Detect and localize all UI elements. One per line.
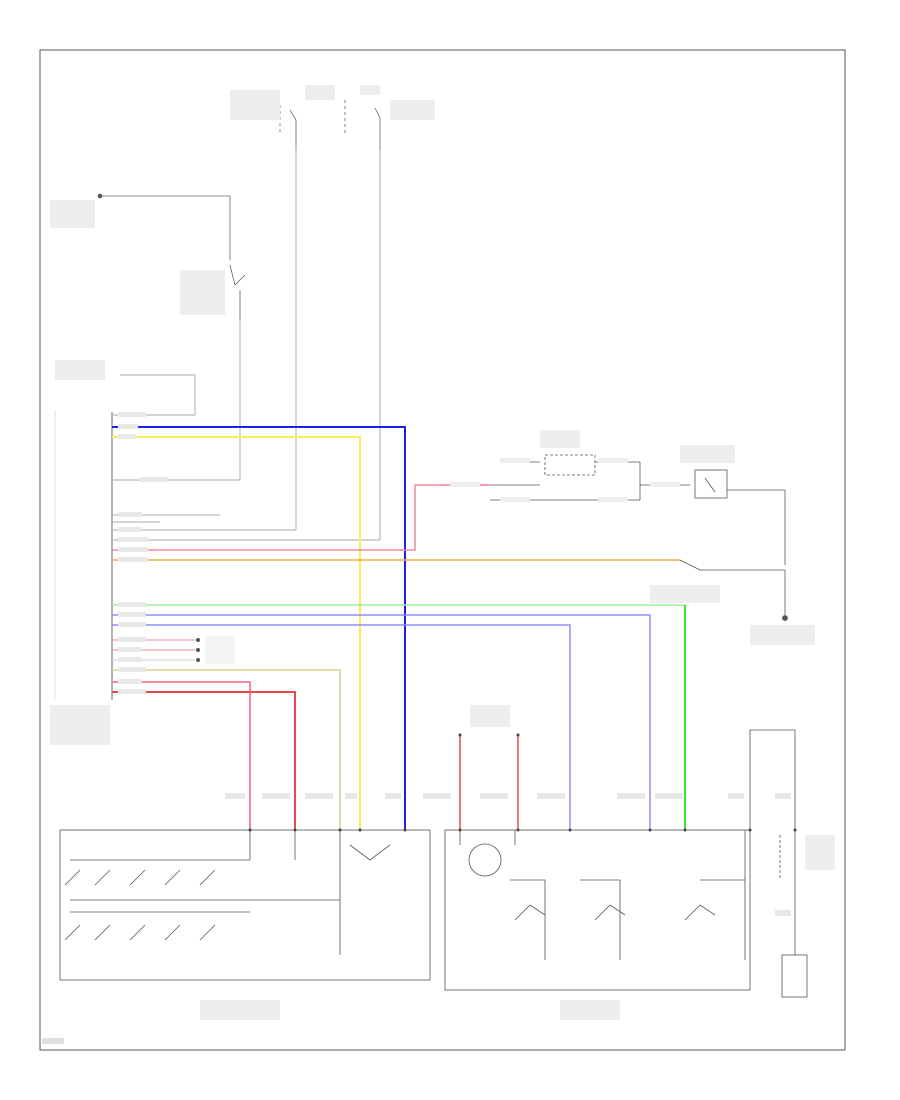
label-block	[560, 1000, 620, 1020]
transmission-module	[59, 829, 431, 981]
top-labels	[230, 85, 435, 120]
relay-labels	[450, 430, 815, 645]
diagram-frame	[39, 49, 846, 1051]
olive-wire	[112, 669, 341, 830]
yellow-wire	[112, 436, 361, 830]
ecm-module	[444, 829, 751, 991]
left-top-circuit	[97, 193, 246, 320]
red-wires	[112, 681, 296, 830]
label-block	[200, 1000, 280, 1020]
bottom-wire-labels	[225, 793, 791, 916]
underhood-fuse-module	[749, 729, 808, 998]
connector-dots	[248, 733, 797, 832]
label-block	[50, 200, 95, 228]
label-block	[205, 636, 235, 664]
ecm-red-feed	[459, 735, 519, 830]
pcm-connector	[50, 410, 113, 745]
light-blue-wires	[112, 614, 651, 830]
label-block	[180, 270, 225, 315]
label-block	[805, 835, 835, 870]
label-block	[55, 360, 105, 380]
gray-wires	[112, 150, 381, 541]
pin-label-blocks	[118, 412, 168, 694]
page-code-block	[42, 1038, 64, 1044]
label-block	[470, 705, 510, 727]
top-fuse-boxes	[279, 100, 381, 150]
blue-wire	[112, 426, 406, 830]
relay-switch-area	[490, 454, 788, 621]
